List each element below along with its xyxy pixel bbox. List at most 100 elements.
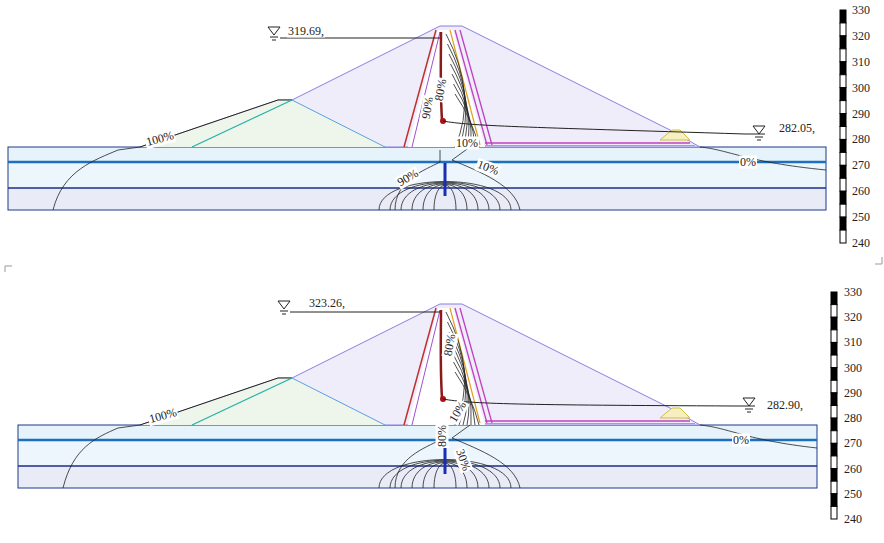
water-symbol: [278, 301, 290, 309]
contour-label: 10%: [475, 158, 502, 178]
scale-number: 240: [851, 237, 871, 250]
scale-number: 330: [851, 4, 871, 17]
scale-number: 260: [851, 185, 871, 198]
foundation: [8, 147, 826, 210]
water-line: [290, 312, 440, 313]
scale-number: 300: [851, 81, 871, 94]
contour-label: 90%: [394, 166, 421, 189]
scale-bar: [840, 178, 846, 191]
scale-number: 270: [851, 159, 871, 172]
contour-label: 10%: [446, 398, 469, 425]
contour-label: 80%: [442, 332, 459, 358]
water-line: [280, 38, 440, 39]
scale-bar: [831, 380, 837, 393]
scale-bar: [831, 342, 837, 355]
water-line: [745, 134, 765, 135]
cofferdam: [140, 100, 385, 147]
contour-label: 323.26,: [308, 297, 346, 310]
contour-label: 0%: [732, 434, 750, 447]
scale-bar: [840, 49, 846, 62]
scale-number: 300: [843, 361, 863, 374]
water-symbol: [280, 311, 288, 314]
scale-bar: [840, 230, 846, 243]
scale-bar: [831, 355, 837, 368]
scale-bar: [840, 114, 846, 127]
panel: [8, 26, 826, 210]
phreatic-line: [441, 32, 442, 120]
contour-label: 100%: [147, 406, 179, 426]
phreatic-line: [443, 399, 735, 406]
scale-bar: [831, 443, 837, 456]
scale-number: 280: [843, 412, 863, 425]
drain-line: [485, 423, 695, 424]
scale-number: 270: [843, 437, 863, 450]
scale-bar: [840, 101, 846, 114]
scale-number: 250: [851, 211, 871, 224]
scale-bar: [840, 75, 846, 88]
contour-label: 10%: [455, 137, 479, 150]
corner-mark: [875, 257, 882, 264]
scale-bar: [831, 431, 837, 444]
contour: [395, 162, 440, 210]
cutoff-wall: [444, 163, 447, 196]
foundation: [18, 425, 817, 488]
layer-line: [18, 439, 817, 442]
contour-label: 30%: [453, 447, 473, 474]
scale-bar: [840, 152, 846, 165]
scale-bar: [831, 368, 837, 381]
contour-label: 80%: [436, 424, 449, 448]
drain-line: [485, 145, 695, 146]
scale-bar: [840, 139, 846, 152]
water-symbol: [755, 137, 763, 140]
scale-number: 290: [851, 107, 871, 120]
scale-bar: [840, 165, 846, 178]
toe-drain: [660, 408, 690, 418]
corner-mark: [5, 266, 12, 272]
scale-bar: [831, 406, 837, 419]
water-line: [735, 406, 755, 407]
filter-line: [450, 30, 480, 145]
scale-bar: [840, 191, 846, 204]
zone-line: [292, 378, 385, 425]
water-symbol: [268, 27, 280, 35]
scale-number: 250: [843, 487, 863, 500]
zone-line: [192, 378, 292, 425]
scale-bar: [840, 62, 846, 75]
zone-line: [292, 100, 385, 147]
scale-number: 240: [843, 513, 863, 526]
core-boundary: [404, 30, 436, 147]
scale-number: 280: [851, 133, 871, 146]
scale-number: 320: [851, 29, 871, 42]
phreatic-line: [443, 121, 745, 134]
scale-bar: [831, 456, 837, 469]
scale-bar: [840, 204, 846, 217]
scale-bar: [840, 23, 846, 36]
scale-number: 320: [843, 311, 863, 324]
scale-bar: [831, 418, 837, 431]
contour: [53, 147, 140, 210]
scale-bar: [831, 330, 837, 343]
scale-bar: [831, 292, 837, 305]
scale-bar: [840, 217, 846, 230]
core-boundary: [404, 308, 436, 425]
contour-label: 282.90,: [766, 399, 804, 412]
water-symbol: [753, 126, 765, 134]
contour-label: 0%: [739, 156, 757, 169]
scale-bar: [831, 481, 837, 494]
scale-bar: [831, 469, 837, 482]
scale-number: 290: [843, 386, 863, 399]
scale-bar: [831, 317, 837, 330]
layer-line: [8, 161, 826, 164]
scale-number: 310: [843, 336, 863, 349]
scale-bar: [840, 10, 846, 23]
scale-bar: [831, 494, 837, 507]
scale-number: 260: [843, 462, 863, 475]
contour: [452, 438, 520, 488]
water-symbol: [270, 37, 278, 40]
contour-label: 100%: [144, 129, 176, 149]
filter-line: [412, 310, 440, 425]
panel: [18, 301, 817, 488]
contour: [446, 34, 465, 147]
